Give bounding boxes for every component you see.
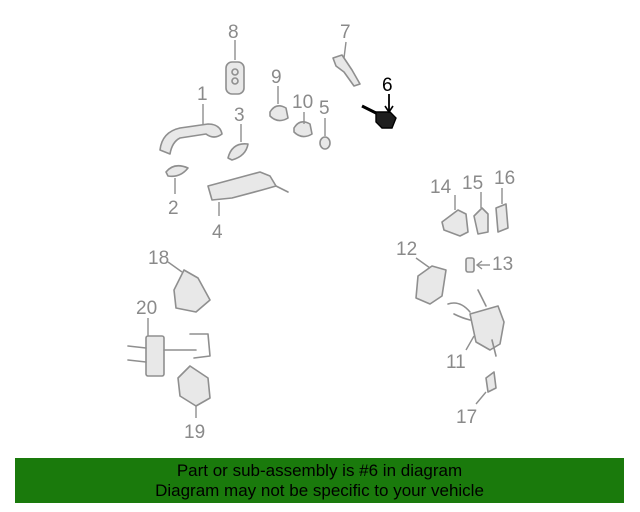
part-1-door-handle[interactable] xyxy=(159,104,223,155)
part-12[interactable] xyxy=(415,257,447,305)
callout-8: 8 xyxy=(228,22,239,43)
callout-6: 6 xyxy=(382,75,393,96)
part-5[interactable] xyxy=(319,118,331,150)
part-3[interactable] xyxy=(227,124,249,161)
callout-3: 3 xyxy=(234,105,245,126)
part-2[interactable] xyxy=(165,164,189,194)
callout-5: 5 xyxy=(319,98,330,119)
part-17[interactable] xyxy=(475,371,497,405)
part-7-bracket[interactable] xyxy=(332,41,361,87)
part-20-door-check[interactable] xyxy=(127,318,211,377)
callout-1: 1 xyxy=(197,84,208,105)
callout-7: 7 xyxy=(340,22,351,43)
part-16[interactable] xyxy=(495,188,509,233)
callout-9: 9 xyxy=(271,67,282,88)
part-11-latch[interactable] xyxy=(447,289,505,357)
part-19[interactable] xyxy=(177,365,211,418)
part-9[interactable] xyxy=(269,86,289,122)
part-8-key-fob[interactable] xyxy=(225,40,245,95)
part-4-handle-carrier[interactable] xyxy=(207,171,289,216)
callout-17: 17 xyxy=(456,407,477,428)
callout-19: 19 xyxy=(184,422,205,443)
callout-13: 13 xyxy=(492,254,513,275)
part-15[interactable] xyxy=(473,192,489,235)
callout-16: 16 xyxy=(494,168,515,189)
part-13[interactable] xyxy=(465,257,490,273)
info-banner: Part or sub-assembly is #6 in diagram Di… xyxy=(15,458,624,503)
banner-line-1: Part or sub-assembly is #6 in diagram xyxy=(176,460,463,480)
callout-10: 10 xyxy=(292,92,313,113)
callout-4: 4 xyxy=(212,222,223,243)
callout-12: 12 xyxy=(396,239,417,260)
callout-15: 15 xyxy=(462,173,483,194)
callout-20: 20 xyxy=(136,298,157,319)
callout-2: 2 xyxy=(168,198,179,219)
callout-11: 11 xyxy=(446,352,466,373)
part-14[interactable] xyxy=(441,195,469,237)
part-6-lock-cylinder[interactable] xyxy=(361,94,397,129)
banner-line-2: Diagram may not be specific to your vehi… xyxy=(155,480,484,500)
part-10[interactable] xyxy=(293,112,313,138)
callout-14: 14 xyxy=(430,177,452,198)
part-18[interactable] xyxy=(167,261,211,313)
callout-18: 18 xyxy=(148,248,169,269)
